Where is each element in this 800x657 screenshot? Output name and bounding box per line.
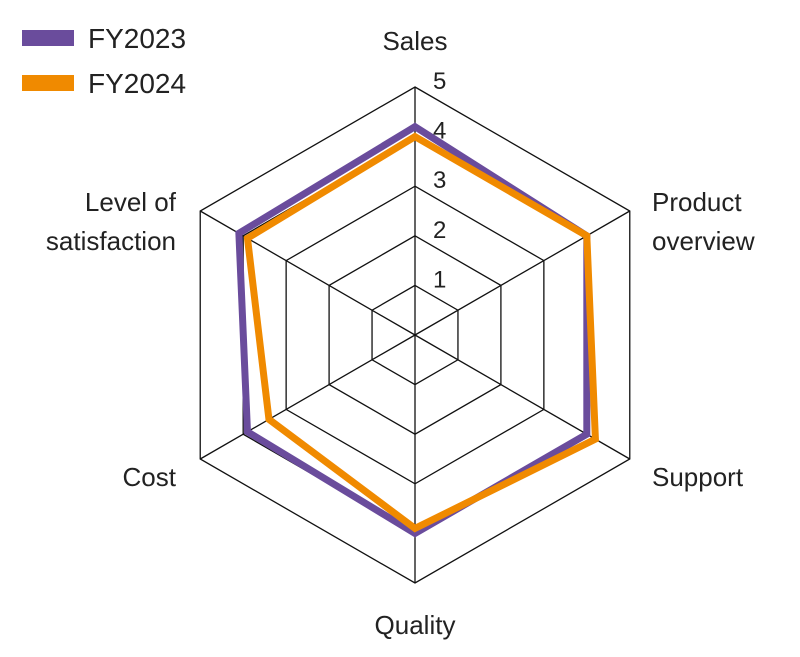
- tick-label: 2: [433, 217, 446, 244]
- axis-label: Quality: [375, 610, 456, 640]
- legend-swatch: [22, 30, 74, 46]
- axis-label: Product: [652, 187, 742, 217]
- axis-label: Cost: [123, 462, 177, 492]
- axis-label: Support: [652, 462, 744, 492]
- tick-label: 1: [433, 266, 446, 293]
- tick-label: 4: [433, 118, 446, 145]
- series-fy2024: [243, 132, 600, 533]
- tick-label: 3: [433, 167, 446, 194]
- grid-spoke: [199, 334, 416, 460]
- legend-label: FY2024: [88, 68, 186, 99]
- grid-spoke: [414, 210, 631, 336]
- legend-swatch: [22, 75, 74, 91]
- tick-label: 5: [433, 68, 446, 95]
- axis-label: satisfaction: [46, 226, 176, 256]
- grid-spoke: [199, 210, 416, 336]
- axis-label: Level of: [85, 187, 177, 217]
- legend-label: FY2023: [88, 23, 186, 54]
- axis-label: overview: [652, 226, 755, 256]
- axis-label: Sales: [382, 26, 447, 56]
